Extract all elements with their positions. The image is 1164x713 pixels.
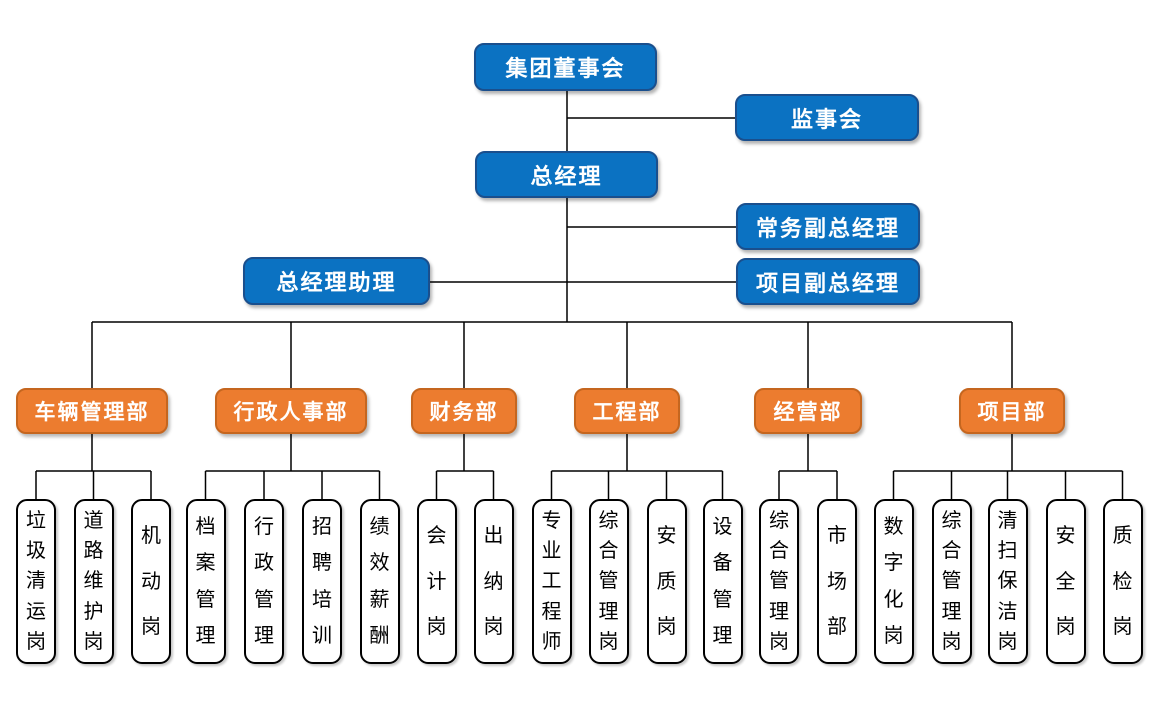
position-box: 市场部 [817, 499, 857, 664]
position-box: 质检岗 [1102, 499, 1143, 664]
position-label: 清扫保洁岗 [997, 510, 1018, 653]
position-label: 档案管理 [195, 516, 216, 647]
position-box: 招聘培训 [302, 499, 342, 664]
node-executive-deputy-gm: 常务副总经理 [736, 203, 920, 250]
position-label: 安全岗 [1055, 525, 1076, 638]
node-supervisory-board: 监事会 [735, 94, 919, 141]
position-box: 设备管理 [702, 499, 743, 664]
position-label: 数字化岗 [883, 516, 904, 647]
position-box: 综合管理岗 [931, 499, 972, 664]
position-label: 综合管理岗 [769, 510, 789, 653]
node-dept-admin-hr: 行政人事部 [215, 388, 367, 434]
position-label: 机动岗 [141, 525, 161, 638]
node-dept-vehicle-management: 车辆管理部 [16, 388, 168, 434]
node-dept-finance: 财务部 [411, 388, 517, 434]
position-box: 专业工程师 [531, 499, 572, 664]
position-label: 行政管理 [254, 516, 274, 647]
node-dept-project: 项目部 [959, 388, 1065, 434]
position-label: 质检岗 [1112, 525, 1133, 638]
node-dept-engineering: 工程部 [574, 388, 680, 434]
position-label: 会计岗 [426, 525, 447, 638]
position-box: 机动岗 [131, 499, 171, 664]
position-label: 绩效薪酬 [369, 516, 390, 647]
position-label: 招聘培训 [312, 516, 332, 647]
position-box: 出纳岗 [473, 499, 514, 664]
node-group-board: 集团董事会 [474, 43, 657, 91]
position-box: 数字化岗 [873, 499, 914, 664]
position-box: 道路维护岗 [73, 499, 114, 664]
position-box: 绩效薪酬 [359, 499, 400, 664]
node-general-manager: 总经理 [475, 151, 658, 198]
position-box: 安质岗 [646, 499, 687, 664]
position-box: 安全岗 [1045, 499, 1086, 664]
position-label: 垃圾清运岗 [26, 510, 46, 653]
position-label: 市场部 [827, 525, 847, 638]
position-label: 综合管理岗 [941, 510, 962, 653]
node-gm-assistant: 总经理助理 [243, 257, 430, 305]
position-box: 会计岗 [416, 499, 457, 664]
position-label: 道路维护岗 [83, 510, 104, 653]
position-label: 综合管理岗 [598, 510, 619, 653]
position-label: 设备管理 [712, 516, 733, 647]
position-box: 行政管理 [244, 499, 284, 664]
node-project-deputy-gm: 项目副总经理 [736, 258, 920, 305]
position-box: 综合管理岗 [759, 499, 799, 664]
position-box: 清扫保洁岗 [987, 499, 1028, 664]
position-box: 档案管理 [185, 499, 226, 664]
node-dept-operations: 经营部 [754, 388, 862, 434]
position-label: 专业工程师 [541, 510, 562, 653]
position-box: 垃圾清运岗 [16, 499, 56, 664]
position-box: 综合管理岗 [588, 499, 629, 664]
position-label: 安质岗 [656, 525, 677, 638]
position-label: 出纳岗 [483, 525, 504, 638]
